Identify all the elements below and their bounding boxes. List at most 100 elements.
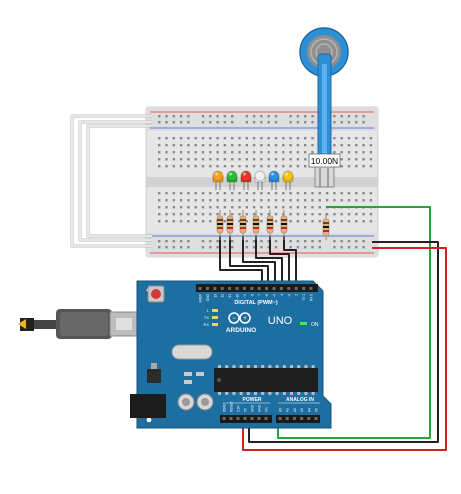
terminal-hole[interactable]	[187, 213, 190, 216]
header-pin[interactable]	[302, 287, 306, 290]
terminal-hole[interactable]	[172, 151, 175, 154]
header-pin[interactable]	[287, 287, 291, 290]
terminal-hole[interactable]	[223, 165, 227, 168]
terminal-hole[interactable]	[194, 199, 197, 202]
rail-hole[interactable]	[223, 115, 227, 118]
terminal-hole[interactable]	[252, 199, 256, 202]
terminal-hole[interactable]	[223, 199, 227, 202]
terminal-hole[interactable]	[165, 213, 168, 216]
terminal-hole[interactable]	[296, 151, 300, 154]
rail-hole[interactable]	[201, 115, 205, 118]
terminal-hole[interactable]	[238, 165, 241, 168]
terminal-hole[interactable]	[245, 144, 248, 147]
led[interactable]	[226, 170, 238, 190]
terminal-hole[interactable]	[187, 220, 190, 223]
signal-wire[interactable]	[219, 236, 263, 286]
terminal-hole[interactable]	[194, 192, 197, 195]
terminal-hole[interactable]	[260, 206, 263, 209]
terminal-hole[interactable]	[158, 144, 161, 147]
rail-hole[interactable]	[274, 246, 278, 249]
terminal-hole[interactable]	[260, 158, 263, 161]
rail-hole[interactable]	[311, 246, 314, 249]
led[interactable]	[268, 170, 280, 190]
terminal-hole[interactable]	[187, 137, 190, 140]
terminal-hole[interactable]	[158, 158, 161, 161]
terminal-hole[interactable]	[216, 213, 219, 216]
terminal-hole[interactable]	[355, 213, 358, 216]
terminal-hole[interactable]	[223, 144, 227, 147]
terminal-hole[interactable]	[223, 158, 227, 161]
terminal-hole[interactable]	[231, 144, 234, 147]
rail-hole[interactable]	[158, 240, 161, 243]
terminal-hole[interactable]	[252, 206, 256, 209]
terminal-hole[interactable]	[267, 144, 270, 147]
rail-hole[interactable]	[311, 240, 314, 243]
rail-hole[interactable]	[245, 121, 248, 124]
rail-hole[interactable]	[304, 246, 307, 249]
terminal-hole[interactable]	[304, 165, 307, 168]
terminal-hole[interactable]	[165, 165, 168, 168]
terminal-hole[interactable]	[347, 192, 351, 195]
rail-hole[interactable]	[347, 115, 351, 118]
terminal-hole[interactable]	[260, 165, 263, 168]
rail-hole[interactable]	[172, 121, 175, 124]
terminal-hole[interactable]	[187, 206, 190, 209]
terminal-hole[interactable]	[172, 220, 175, 223]
terminal-hole[interactable]	[282, 213, 285, 216]
header-pin[interactable]	[250, 417, 254, 420]
terminal-hole[interactable]	[179, 144, 183, 147]
rail-hole[interactable]	[304, 121, 307, 124]
terminal-hole[interactable]	[296, 192, 300, 195]
terminal-hole[interactable]	[245, 213, 248, 216]
terminal-hole[interactable]	[179, 158, 183, 161]
rail-hole[interactable]	[179, 121, 183, 124]
terminal-hole[interactable]	[355, 165, 358, 168]
terminal-hole[interactable]	[347, 165, 351, 168]
rail-hole[interactable]	[245, 115, 248, 118]
terminal-hole[interactable]	[245, 165, 248, 168]
terminal-hole[interactable]	[333, 220, 336, 223]
force-sensor[interactable]: 10.00N	[299, 27, 349, 188]
terminal-hole[interactable]	[311, 151, 314, 154]
terminal-hole[interactable]	[172, 192, 175, 195]
terminal-hole[interactable]	[172, 199, 175, 202]
terminal-hole[interactable]	[216, 165, 219, 168]
terminal-hole[interactable]	[231, 151, 234, 154]
terminal-hole[interactable]	[158, 165, 161, 168]
terminal-hole[interactable]	[209, 213, 212, 216]
terminal-hole[interactable]	[252, 137, 256, 140]
terminal-hole[interactable]	[274, 137, 278, 140]
signal-wire[interactable]	[269, 236, 290, 286]
rail-hole[interactable]	[209, 246, 212, 249]
terminal-hole[interactable]	[165, 137, 168, 140]
terminal-hole[interactable]	[223, 206, 227, 209]
terminal-hole[interactable]	[333, 213, 336, 216]
terminal-hole[interactable]	[238, 199, 241, 202]
terminal-hole[interactable]	[238, 213, 241, 216]
terminal-hole[interactable]	[172, 213, 175, 216]
resistor[interactable]	[266, 210, 274, 240]
rail-hole[interactable]	[289, 246, 292, 249]
terminal-hole[interactable]	[231, 137, 234, 140]
terminal-hole[interactable]	[274, 213, 278, 216]
terminal-hole[interactable]	[216, 192, 219, 195]
terminal-hole[interactable]	[172, 144, 175, 147]
terminal-hole[interactable]	[304, 151, 307, 154]
terminal-hole[interactable]	[304, 192, 307, 195]
header-pin[interactable]	[243, 417, 247, 420]
terminal-hole[interactable]	[304, 213, 307, 216]
terminal-hole[interactable]	[362, 151, 365, 154]
terminal-hole[interactable]	[289, 158, 292, 161]
terminal-hole[interactable]	[158, 206, 161, 209]
terminal-hole[interactable]	[362, 199, 365, 202]
terminal-hole[interactable]	[194, 158, 197, 161]
rail-hole[interactable]	[179, 240, 183, 243]
terminal-hole[interactable]	[282, 199, 285, 202]
white-wire[interactable]	[70, 114, 152, 248]
digital-header[interactable]	[196, 284, 318, 292]
terminal-hole[interactable]	[158, 192, 161, 195]
terminal-hole[interactable]	[369, 151, 373, 154]
rail-hole[interactable]	[333, 240, 336, 243]
terminal-hole[interactable]	[355, 151, 358, 154]
terminal-hole[interactable]	[201, 158, 205, 161]
